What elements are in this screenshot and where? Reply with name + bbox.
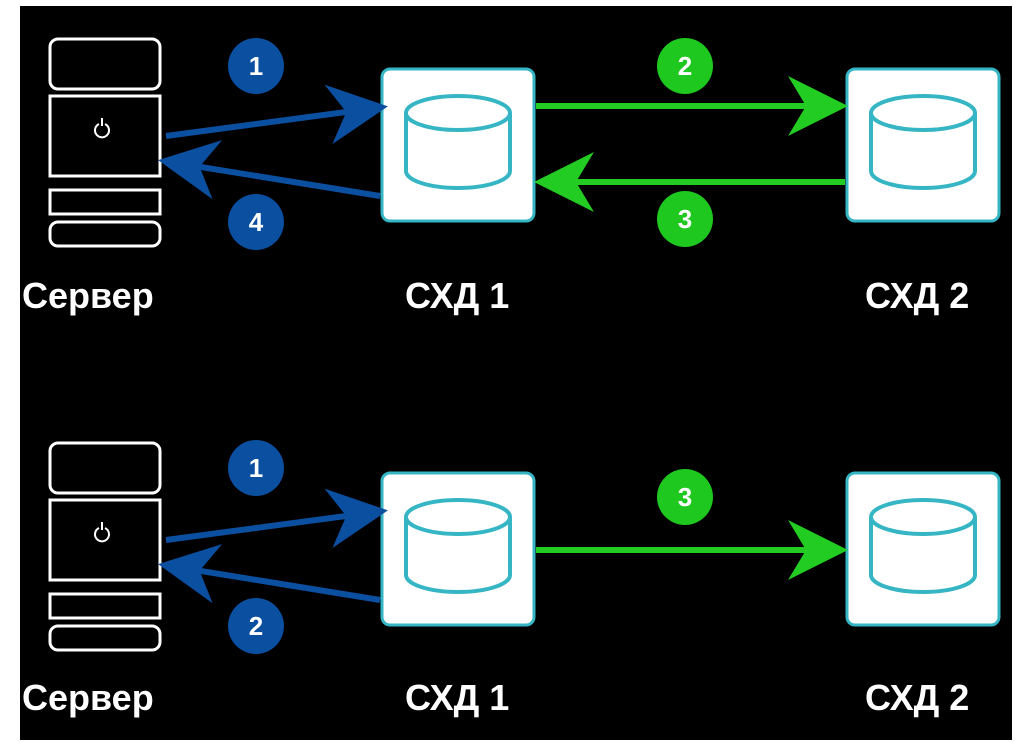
step-badge-3: 3 xyxy=(657,191,713,247)
power-icon xyxy=(94,522,110,543)
svg-text:4: 4 xyxy=(249,207,264,237)
storage-1-icon xyxy=(380,67,536,223)
label-storage-1: СХД 1 xyxy=(405,275,509,316)
diagram-canvas: 1 2 3 4 Сервер СХД 1 СХД 2 xyxy=(20,6,1012,740)
svg-text:3: 3 xyxy=(678,482,692,512)
storage-1-icon xyxy=(380,471,536,627)
arrow-step-2 xyxy=(158,544,381,604)
step-badge-3: 3 xyxy=(657,469,713,525)
storage-cylinder-icon xyxy=(404,498,512,594)
arrow-step-1 xyxy=(165,488,388,549)
arrow-step-1 xyxy=(165,84,388,145)
server-tower-icon xyxy=(48,37,162,248)
label-server: Сервер xyxy=(22,275,154,316)
step-badge-4: 4 xyxy=(228,194,284,250)
storage-2-icon xyxy=(845,471,1001,627)
svg-text:1: 1 xyxy=(249,51,263,81)
svg-text:2: 2 xyxy=(678,51,692,81)
label-server: Сервер xyxy=(22,677,154,718)
step-badge-2: 2 xyxy=(657,38,713,94)
scenario-1: 1 2 3 4 Сервер СХД 1 СХД 2 xyxy=(22,37,1001,316)
label-storage-1: СХД 1 xyxy=(405,677,509,718)
label-storage-2: СХД 2 xyxy=(865,275,969,316)
scenario-2: 1 2 3 Сервер СХД 1 СХД 2 xyxy=(22,440,1001,718)
storage-cylinder-icon xyxy=(869,94,977,190)
power-icon xyxy=(94,118,110,139)
server-tower-icon xyxy=(48,441,162,652)
arrow-step-4 xyxy=(158,140,381,200)
label-storage-2: СХД 2 xyxy=(865,677,969,718)
step-badge-1: 1 xyxy=(228,440,284,496)
step-badge-1: 1 xyxy=(228,38,284,94)
svg-text:3: 3 xyxy=(678,204,692,234)
svg-text:2: 2 xyxy=(249,611,263,641)
storage-cylinder-icon xyxy=(869,498,977,594)
svg-text:1: 1 xyxy=(249,453,263,483)
storage-cylinder-icon xyxy=(404,94,512,190)
step-badge-2: 2 xyxy=(228,598,284,654)
storage-2-icon xyxy=(845,67,1001,223)
